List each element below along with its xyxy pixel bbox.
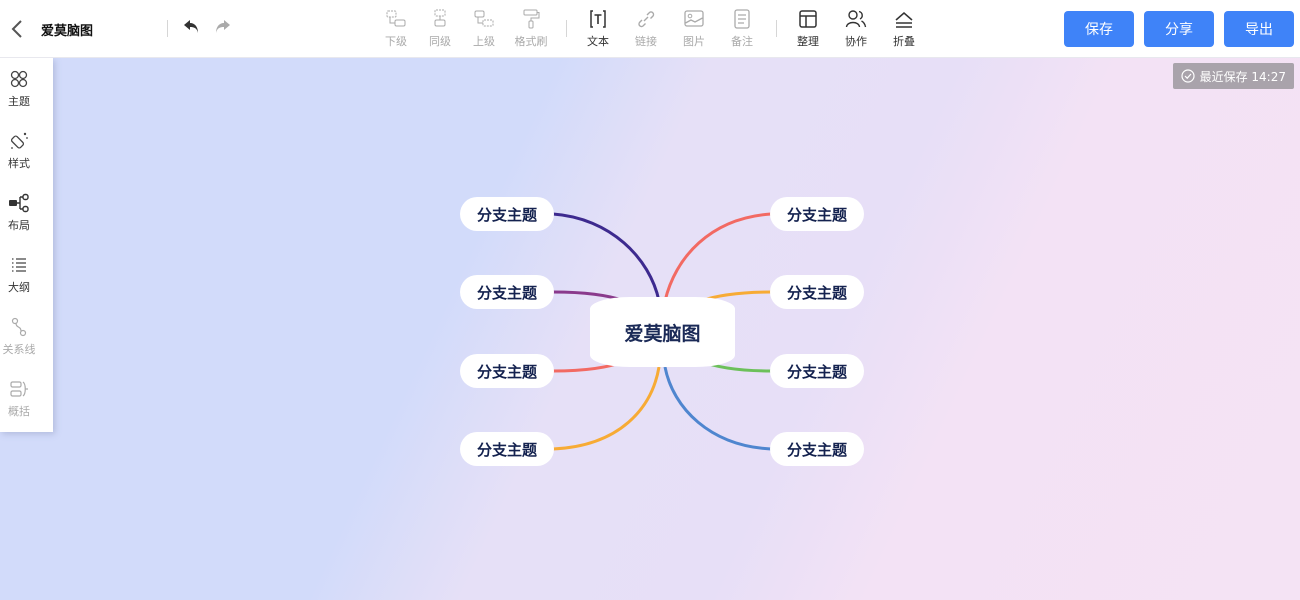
collapse-icon <box>895 12 913 28</box>
tool-arrange[interactable]: 整理 <box>788 8 828 52</box>
redo-icon <box>216 20 230 33</box>
theme-icon <box>10 70 28 88</box>
export-button[interactable]: 导出 <box>1224 11 1294 47</box>
top-toolbar: 爱莫脑图 下级 同级 上级 格式刷 文本 链接 图片 备注 整理 <box>0 0 1300 58</box>
left-side-panel: 主题 样式 布局 大纲 关系线 概括 <box>0 58 53 432</box>
sidebar-item-summary[interactable]: 概括 <box>0 378 38 430</box>
document-title[interactable]: 爱莫脑图 <box>41 24 94 39</box>
sidebar-item-style[interactable]: 样式 <box>0 130 38 182</box>
outline-icon <box>12 258 26 272</box>
undo-icon <box>184 20 198 33</box>
branch-topic[interactable]: 分支主题 <box>460 197 554 231</box>
text-icon <box>590 10 606 28</box>
sidebar-item-relation-line[interactable]: 关系线 <box>0 316 38 368</box>
tool-collaborate[interactable]: 协作 <box>836 8 876 52</box>
layout-icon <box>9 193 29 213</box>
sidebar-item-theme[interactable]: 主题 <box>0 68 38 120</box>
branch-topic[interactable]: 分支主题 <box>460 354 554 388</box>
tool-image[interactable]: 图片 <box>674 8 714 52</box>
tool-link[interactable]: 链接 <box>626 8 666 52</box>
branch-topic[interactable]: 分支主题 <box>770 354 864 388</box>
back-button[interactable] <box>8 18 28 40</box>
branch-topic[interactable]: 分支主题 <box>770 432 864 466</box>
summary-icon <box>10 381 28 397</box>
branch-topic[interactable]: 分支主题 <box>770 197 864 231</box>
format-painter-icon <box>523 9 540 29</box>
tool-collapse[interactable]: 折叠 <box>884 8 924 52</box>
save-button[interactable]: 保存 <box>1064 11 1134 47</box>
tool-parent-node[interactable]: 上级 <box>464 8 504 52</box>
tool-note[interactable]: 备注 <box>722 8 762 52</box>
style-icon <box>10 132 28 149</box>
tool-format-painter[interactable]: 格式刷 <box>511 8 551 52</box>
relation-line-icon <box>11 317 27 337</box>
chevron-left-icon <box>11 20 22 38</box>
collaborate-icon <box>845 10 867 28</box>
branch-topic[interactable]: 分支主题 <box>460 275 554 309</box>
redo-button[interactable] <box>212 17 232 37</box>
sibling-node-icon <box>434 9 446 27</box>
divider <box>566 20 567 37</box>
layout-arrange-icon <box>799 10 817 28</box>
note-icon <box>734 9 750 29</box>
tool-text[interactable]: 文本 <box>578 8 618 52</box>
link-icon <box>638 11 655 28</box>
child-node-icon <box>386 10 406 27</box>
divider <box>167 20 168 37</box>
undo-button[interactable] <box>182 17 202 37</box>
tool-child-node[interactable]: 下级 <box>376 8 416 52</box>
share-button[interactable]: 分享 <box>1144 11 1214 47</box>
branch-topic[interactable]: 分支主题 <box>460 432 554 466</box>
save-status-badge: 最近保存 14:27 <box>1172 63 1294 89</box>
image-icon <box>684 10 704 27</box>
tool-sibling-node[interactable]: 同级 <box>420 8 460 52</box>
sidebar-item-layout[interactable]: 布局 <box>0 192 38 244</box>
central-topic[interactable]: 爱莫脑图 <box>590 297 735 367</box>
branch-topic[interactable]: 分支主题 <box>770 275 864 309</box>
sidebar-item-outline[interactable]: 大纲 <box>0 254 38 306</box>
check-circle-icon <box>1180 69 1195 83</box>
mindmap-canvas[interactable]: 最近保存 14:27 爱莫脑图 分支主题 分支主题 分支主题 分支主题 分支主题… <box>0 58 1300 600</box>
divider <box>776 20 777 37</box>
parent-node-icon <box>474 10 494 27</box>
